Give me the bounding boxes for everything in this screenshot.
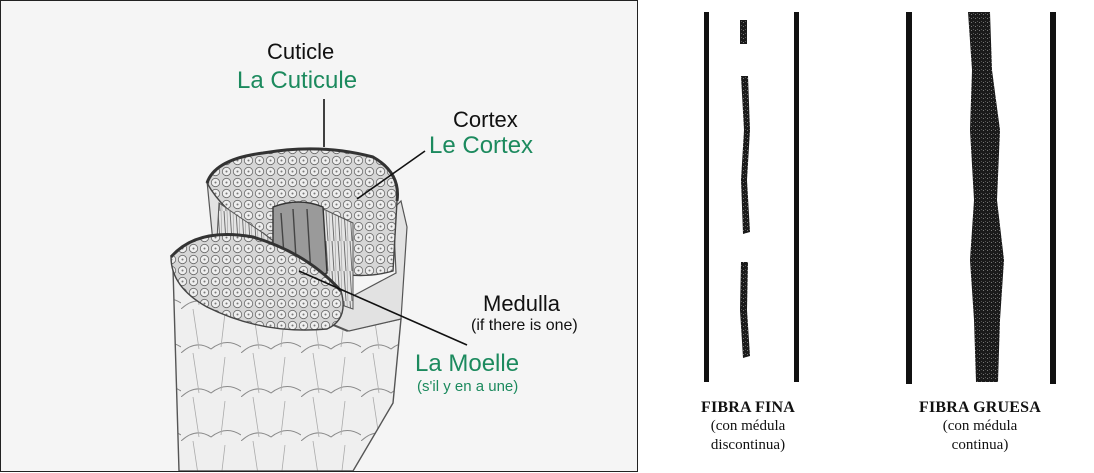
fine-medulla-segment-3 — [740, 262, 750, 358]
medulla-label-en: Medulla — [483, 291, 560, 317]
thick-medulla-continuous — [968, 12, 1004, 382]
medulla-note-fr: (s'il y en a une) — [417, 378, 518, 395]
fine-fiber-wall-right — [794, 12, 799, 382]
fine-fiber-title: FIBRA FINA — [638, 399, 858, 417]
fiber-comparison-panel: FIBRA FINA (con médula discontinua) FIBR… — [640, 0, 1094, 473]
thick-fiber-sub1: (con médula — [870, 417, 1090, 436]
medulla-label-fr: La Moelle — [415, 350, 519, 378]
thick-fiber-wall-left — [906, 12, 912, 384]
fine-fiber-wall-left — [704, 12, 709, 382]
fine-medulla-segment-1 — [740, 20, 747, 44]
fine-fiber-sub1: (con médula — [638, 417, 858, 436]
fine-fiber-caption: FIBRA FINA (con médula discontinua) — [638, 399, 858, 455]
fine-fiber-sub2: discontinua) — [638, 436, 858, 455]
thick-fiber-wall-right — [1050, 12, 1056, 384]
medulla-note-en: (if there is one) — [471, 317, 578, 335]
thick-fiber-sub2: continua) — [870, 436, 1090, 455]
thick-fiber-caption: FIBRA GRUESA (con médula continua) — [870, 399, 1090, 455]
cortex-label-en: Cortex — [453, 107, 518, 133]
fine-medulla-segment-2 — [741, 76, 750, 234]
hair-structure-panel: Cuticle La Cuticule Cortex Le Cortex Med… — [0, 0, 638, 472]
thick-fiber-title: FIBRA GRUESA — [870, 399, 1090, 417]
cuticle-label-fr: La Cuticule — [237, 67, 357, 95]
cortex-label-fr: Le Cortex — [429, 132, 533, 160]
cuticle-label-en: Cuticle — [267, 39, 334, 65]
